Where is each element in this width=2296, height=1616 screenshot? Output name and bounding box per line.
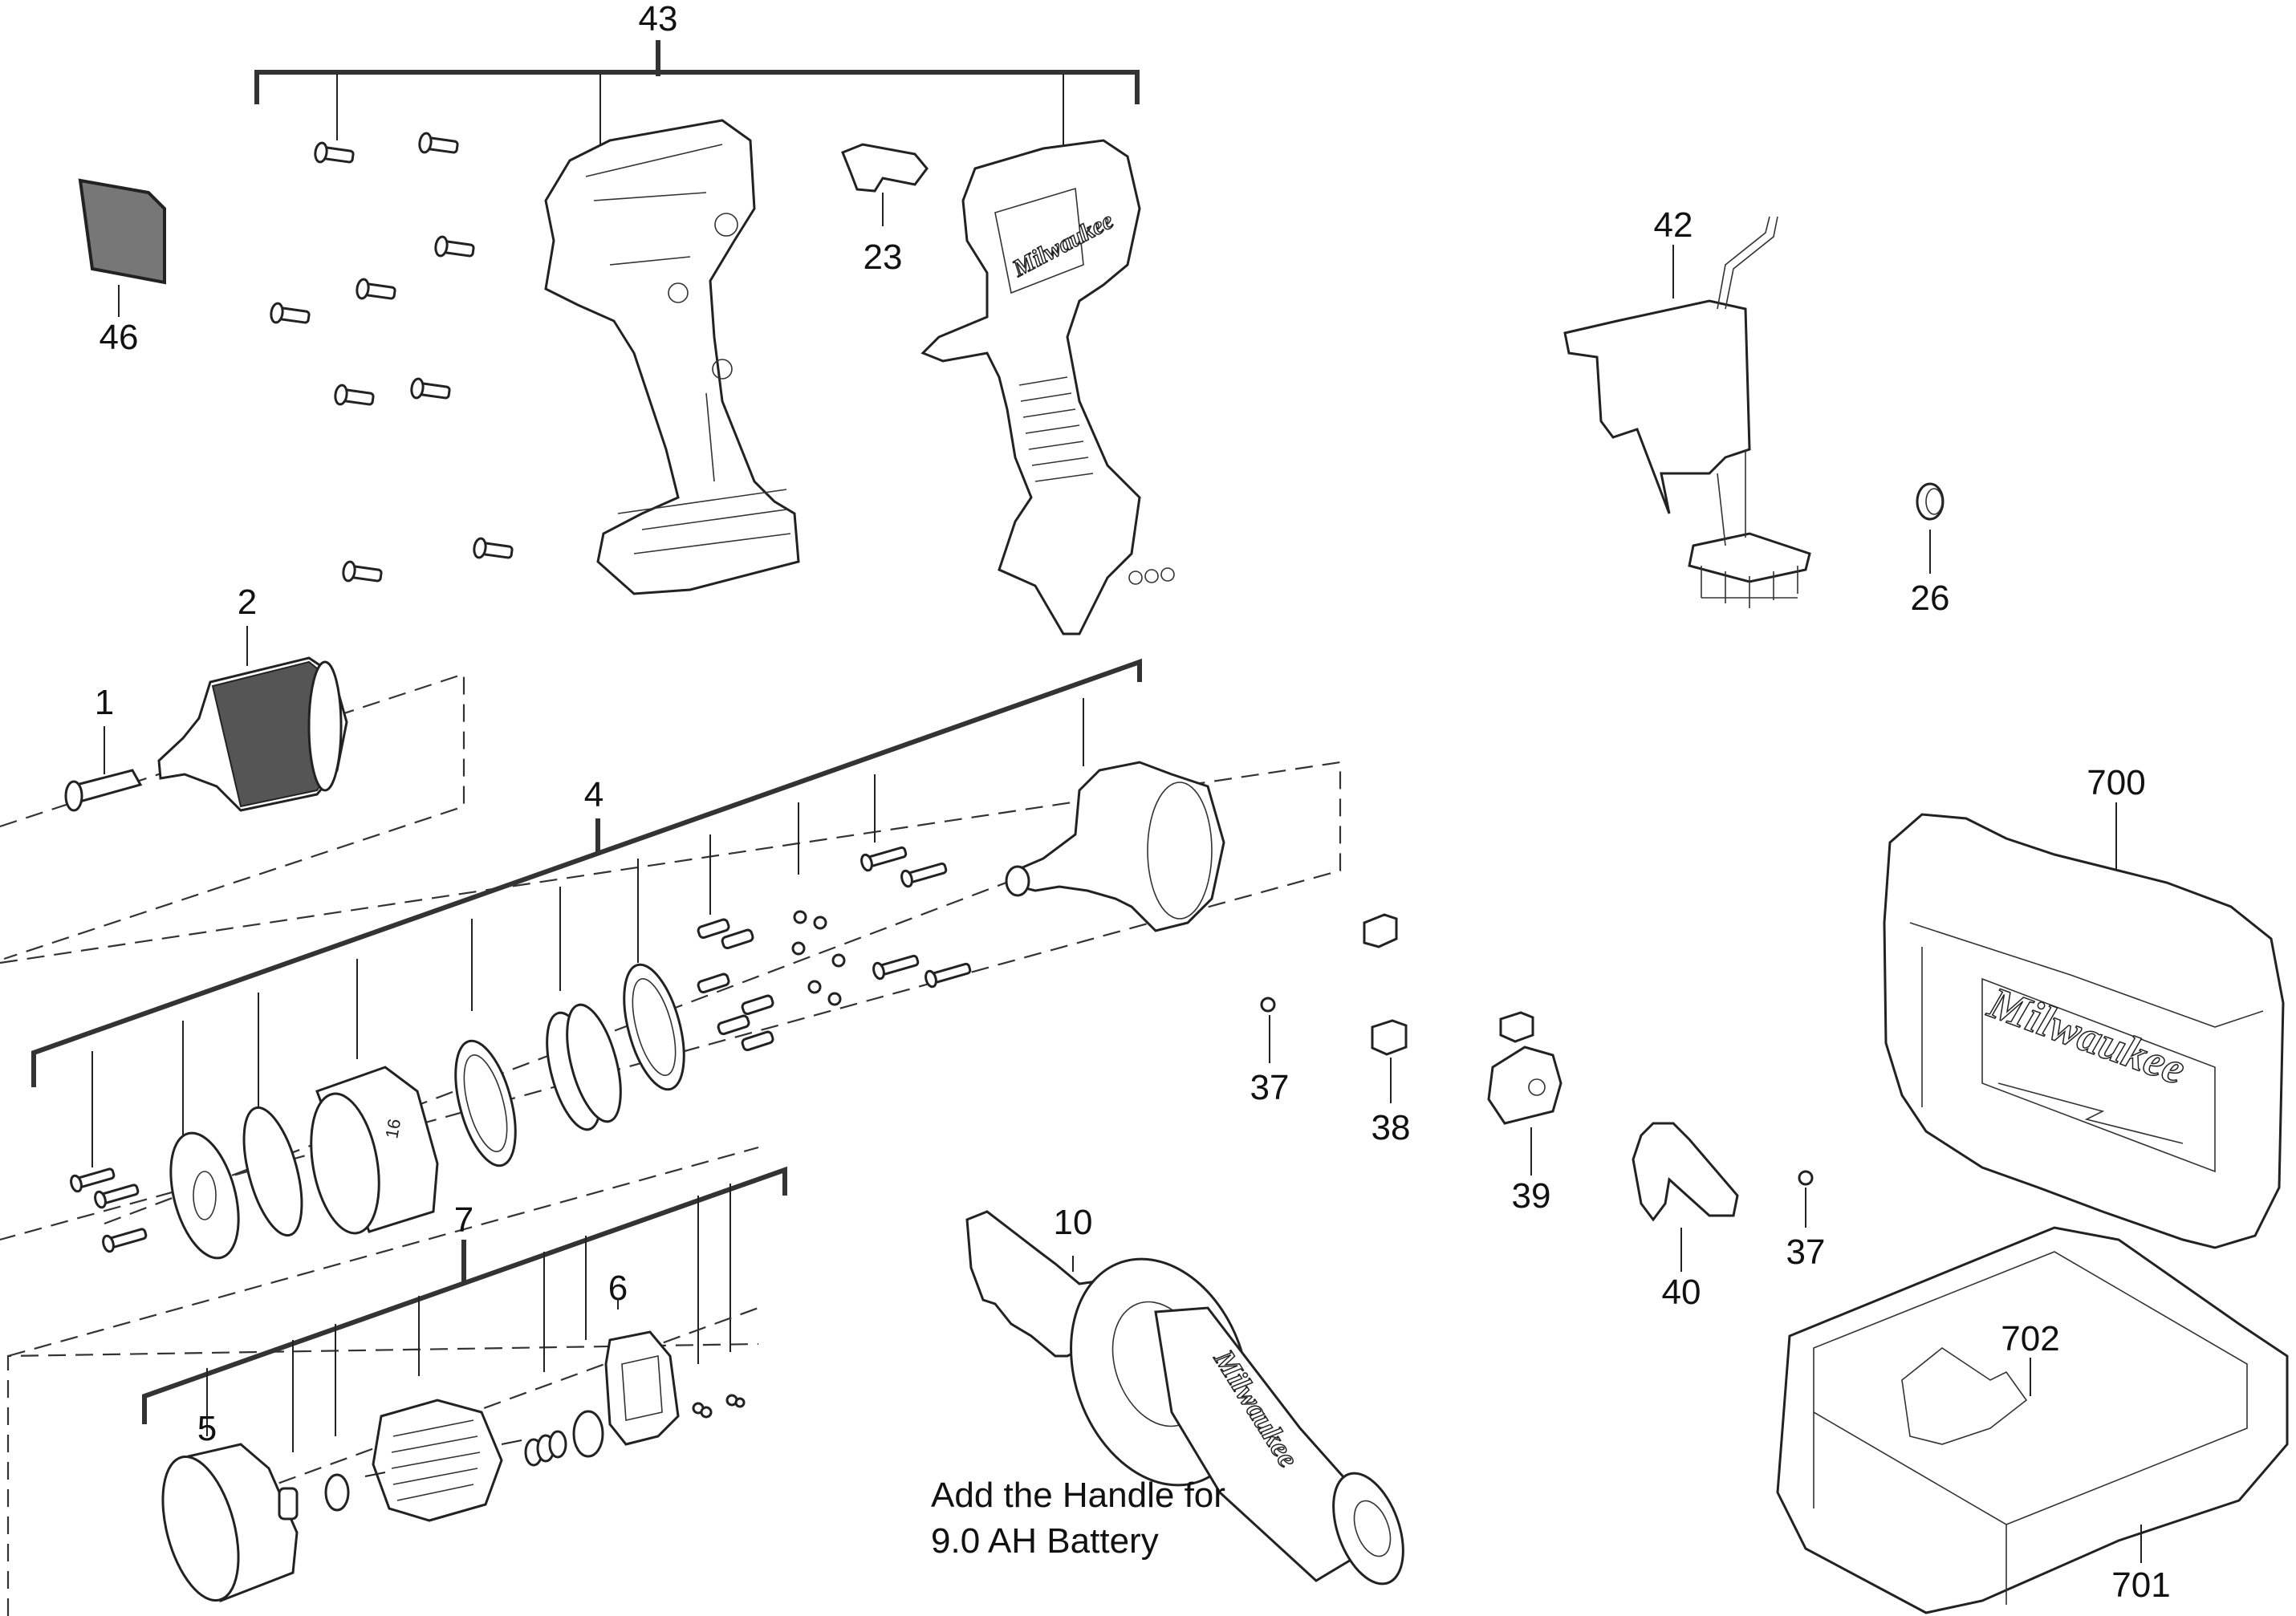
bracket-4 [31,658,1142,1087]
motor-armature [364,1399,522,1522]
motor-group-7: 7 6 5 [6,1146,787,1616]
clip-upper [1363,913,1398,948]
label-23: 23 [864,238,903,277]
label-39: 39 [1512,1176,1551,1216]
label-37-right: 37 [1786,1232,1826,1272]
housing-right-half: Milwaukee [920,139,1175,635]
screw-37a: 37 [1250,997,1290,1107]
clip-38: 38 [1371,1019,1411,1147]
housing-screws [270,132,514,583]
belt-clip-40: 40 [1632,1122,1739,1312]
label-38: 38 [1372,1108,1411,1147]
label-2: 2 [238,583,257,622]
case-insert-702: 702 [1901,1319,2060,1445]
motor-small-parts [692,1394,746,1419]
gearbox-pins [697,918,774,1052]
bracket-39: 39 [1487,1011,1562,1216]
label-702: 702 [2001,1319,2059,1358]
label-37-left: 37 [1250,1068,1290,1107]
switch-23: 23 [841,143,929,277]
label-26: 26 [1911,579,1950,618]
electronics-42: 42 [1563,205,1811,608]
filter-46: 46 [78,178,166,357]
clutch-marking: 16 [381,1117,404,1139]
label-10: 10 [1054,1203,1093,1242]
bracket-7 [142,1166,787,1424]
ring-26: 26 [1911,482,1950,618]
gearbox-plate [169,1131,240,1260]
motor-can-5 [161,1443,299,1603]
label-43: 43 [639,0,678,39]
case-tray-701: 701 [1776,1226,2289,1614]
screw-37b: 37 [1786,1170,1826,1272]
label-40: 40 [1662,1273,1701,1312]
keyless-chuck-2: Milwaukee [157,656,348,812]
gearbox-balls [791,910,846,1006]
label-46: 46 [100,318,139,357]
housing-group-43: 43 Milw [254,0,1175,635]
motor-board-6 [604,1330,680,1446]
motor-washers [524,1410,604,1467]
chuck-screw-1 [64,769,143,812]
clutch-collar: 16 [310,1066,439,1235]
bracket-43 [254,70,1140,104]
housing-left-half [544,119,800,595]
label-7: 7 [454,1200,473,1240]
gearbox-screws [70,846,972,1253]
gearbox-ring-gear [454,1039,517,1167]
chuck-assembly: 1 2 Milwaukee [0,583,465,960]
chuck-dashed-box [0,672,465,960]
carry-case-700: 700 Milwaukee [1883,763,2285,1249]
pinion-gear [278,1487,299,1521]
label-701: 701 [2111,1565,2170,1605]
label-5: 5 [197,1409,217,1448]
gearbox-group-4: 4 [0,658,1342,1260]
gearbox-washer [623,963,685,1091]
label-1: 1 [95,683,114,722]
motor-washer-a [324,1473,350,1512]
handle-note-line1: Add the Handle for [931,1476,1225,1515]
label-42: 42 [1654,205,1693,245]
gearbox-ring-1 [242,1106,303,1237]
gear-housing [1005,761,1225,932]
handle-note-line2: 9.0 AH Battery [931,1521,1159,1561]
label-700: 700 [2087,763,2145,802]
label-4: 4 [584,775,603,814]
